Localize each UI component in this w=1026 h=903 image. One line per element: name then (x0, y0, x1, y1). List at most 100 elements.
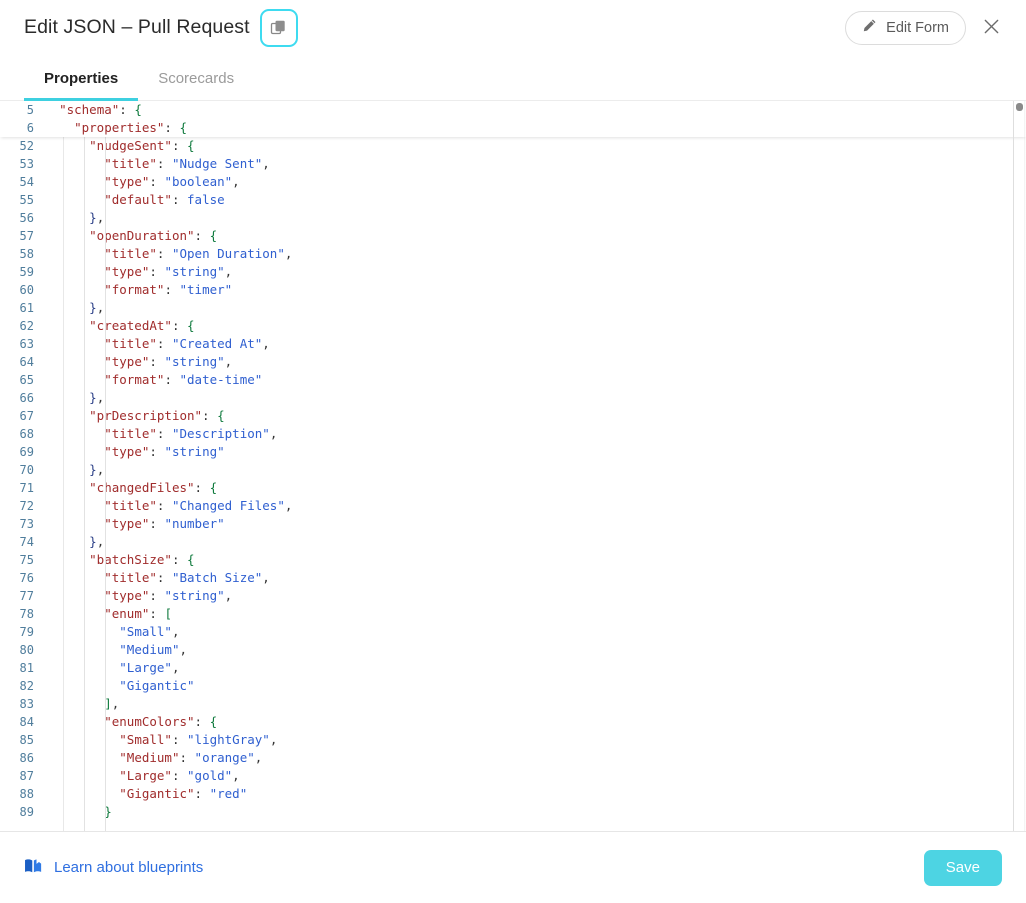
code-line: 5 "schema": { (0, 101, 1026, 119)
line-number: 55 (19, 193, 34, 207)
line-number: 58 (19, 247, 34, 261)
code-line: 55 "default": false (0, 191, 1026, 209)
code-line: 66 }, (0, 389, 1026, 407)
code-text: } (104, 804, 112, 819)
learn-about-blueprints-link[interactable]: Learn about blueprints (24, 858, 203, 878)
code-text: "title": "Created At", (104, 336, 270, 351)
tab-scorecards[interactable]: Scorecards (138, 55, 254, 101)
code-text: "type": "string", (104, 264, 233, 279)
vertical-scrollbar[interactable] (1015, 101, 1024, 831)
code-text: "openDuration": { (89, 228, 218, 243)
line-number: 63 (19, 337, 34, 351)
code-line: 81 "Large", (0, 659, 1026, 677)
code-text: "Small": "lightGray", (119, 732, 278, 747)
save-button[interactable]: Save (923, 849, 1002, 886)
line-number: 74 (19, 535, 34, 549)
code-text: "Large": "gold", (119, 768, 240, 783)
title-group: Edit JSON – Pull Request (24, 8, 298, 47)
code-line: 75 "batchSize": { (0, 551, 1026, 569)
line-number: 86 (19, 751, 34, 765)
code-text: "schema": { (59, 102, 142, 117)
code-line: 87 "Large": "gold", (0, 767, 1026, 785)
edit-form-button[interactable]: Edit Form (845, 10, 966, 45)
code-text: "enum": [ (104, 606, 172, 621)
code-line: 52 "nudgeSent": { (0, 137, 1026, 155)
code-line: 79 "Small", (0, 623, 1026, 641)
tab-properties[interactable]: Properties (24, 55, 139, 101)
code-line: 67 "prDescription": { (0, 407, 1026, 425)
copy-icon (270, 19, 287, 36)
code-text: "format": "timer" (104, 282, 233, 297)
line-number: 79 (19, 625, 34, 639)
code-line: 86 "Medium": "orange", (0, 749, 1026, 767)
code-line: 60 "format": "timer" (0, 281, 1026, 299)
modal-footer: Learn about blueprints Save (0, 831, 1026, 903)
line-number: 72 (19, 499, 34, 513)
code-text: "enumColors": { (104, 714, 218, 729)
code-text: "title": "Changed Files", (104, 498, 293, 513)
line-number: 81 (19, 661, 34, 675)
header-actions: Edit Form (845, 10, 1008, 45)
code-line: 59 "type": "string", (0, 263, 1026, 281)
code-line: 64 "type": "string", (0, 353, 1026, 371)
code-text: "title": "Batch Size", (104, 570, 270, 585)
code-line: 62 "createdAt": { (0, 317, 1026, 335)
page-title: Edit JSON – Pull Request (24, 16, 250, 38)
close-icon (983, 18, 1000, 38)
line-number: 76 (19, 571, 34, 585)
code-text: "title": "Nudge Sent", (104, 156, 270, 171)
code-line: 57 "openDuration": { (0, 227, 1026, 245)
vertical-scrollbar-thumb[interactable] (1016, 103, 1023, 111)
code-line: 68 "title": "Description", (0, 425, 1026, 443)
code-line: 85 "Small": "lightGray", (0, 731, 1026, 749)
code-text: "title": "Open Duration", (104, 246, 293, 261)
code-text: "type": "string" (104, 444, 225, 459)
code-line: 78 "enum": [ (0, 605, 1026, 623)
code-text: }, (89, 210, 105, 225)
pencil-icon (862, 18, 877, 37)
code-line: 82 "Gigantic" (0, 677, 1026, 695)
code-text: ], (104, 696, 120, 711)
line-number: 71 (19, 481, 34, 495)
modal-header: Edit JSON – Pull Request Edi (0, 0, 1026, 55)
line-number: 61 (19, 301, 34, 315)
code-text: "properties": { (74, 120, 188, 135)
tab-properties-label: Properties (44, 69, 119, 87)
code-text: "format": "date-time" (104, 372, 263, 387)
code-line: 61 }, (0, 299, 1026, 317)
code-line: 63 "title": "Created At", (0, 335, 1026, 353)
line-number: 80 (19, 643, 34, 657)
line-number: 75 (19, 553, 34, 567)
code-text: "createdAt": { (89, 318, 195, 333)
code-text: }, (89, 534, 105, 549)
line-number: 6 (26, 121, 34, 135)
code-text: }, (89, 462, 105, 477)
code-line: 74 }, (0, 533, 1026, 551)
tab-scorecards-label: Scorecards (158, 69, 235, 87)
edit-form-label: Edit Form (886, 19, 949, 36)
code-line: 56 }, (0, 209, 1026, 227)
line-number: 54 (19, 175, 34, 189)
copy-icon-button[interactable] (259, 8, 298, 47)
json-code-editor[interactable]: 5 "schema": {6 "properties": { 52 "nudge… (0, 101, 1026, 831)
line-number: 62 (19, 319, 34, 333)
code-scroll-region[interactable]: 52 "nudgeSent": {53 "title": "Nudge Sent… (0, 137, 1026, 831)
code-line: 70 }, (0, 461, 1026, 479)
line-number: 88 (19, 787, 34, 801)
code-text: "Medium": "orange", (119, 750, 263, 765)
code-line: 6 "properties": { (0, 119, 1026, 137)
close-button[interactable] (978, 15, 1004, 41)
code-line: 71 "changedFiles": { (0, 479, 1026, 497)
line-number: 57 (19, 229, 34, 243)
line-number: 82 (19, 679, 34, 693)
line-number: 68 (19, 427, 34, 441)
code-line: 84 "enumColors": { (0, 713, 1026, 731)
save-button-label: Save (945, 859, 980, 876)
code-line: 83 ], (0, 695, 1026, 713)
code-text: }, (89, 390, 105, 405)
code-text: "title": "Description", (104, 426, 278, 441)
code-line: 69 "type": "string" (0, 443, 1026, 461)
code-line: 65 "format": "date-time" (0, 371, 1026, 389)
line-number: 65 (19, 373, 34, 387)
